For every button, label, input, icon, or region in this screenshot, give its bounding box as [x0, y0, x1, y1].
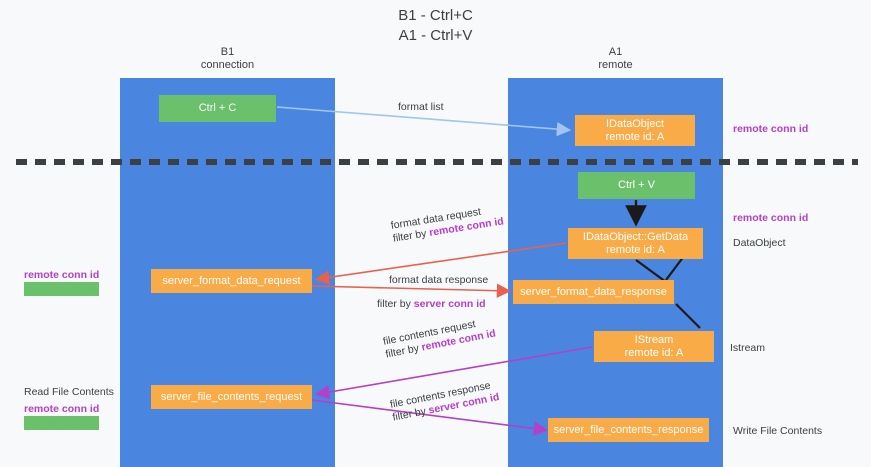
- edge-label-format-data-response: format data response: [389, 274, 488, 287]
- node-istream-line-1: IStream: [634, 333, 674, 346]
- node-getdata-line-2: remote id: A: [606, 243, 665, 256]
- node-ctrl-v-label: Ctrl + V: [618, 179, 655, 191]
- edge-label-format-data-response-line-1: format data response: [389, 274, 489, 286]
- node-ctrl-c-label: Ctrl + C: [198, 102, 237, 114]
- lane-a1-title: A1: [608, 46, 623, 58]
- node-idataobject[interactable]: IDataObject remote id: A: [575, 115, 695, 146]
- node-server-format-data-response-label: server_format_data_response: [520, 285, 667, 298]
- edge-label-format-list: format list: [398, 101, 444, 113]
- node-server-format-data-request[interactable]: server_format_data_request: [151, 269, 312, 293]
- node-server-file-contents-request-label: server_file_contents_request: [160, 390, 303, 403]
- lane-b1-title: B1: [220, 46, 235, 58]
- node-idataobject-line-2: remote id: A: [605, 130, 665, 143]
- node-server-file-contents-response-label: server_file_contents_response: [553, 423, 704, 436]
- edge-label-file-contents-request: file contents request filter by remote c…: [382, 315, 497, 362]
- diagram-title-line-2: A1 - Ctrl+V: [398, 27, 473, 44]
- diagram-title: B1 - Ctrl+C A1 - Ctrl+V: [0, 6, 871, 46]
- node-server-format-data-request-label: server_format_data_request: [162, 274, 301, 287]
- lane-b1-header: B1 connection: [120, 46, 335, 72]
- node-ctrl-c[interactable]: Ctrl + C: [159, 95, 276, 122]
- annotation-left-conn-ids-format: remote conn id server conn id: [24, 269, 100, 296]
- annotation-remote-conn-id-mid: remote conn id: [733, 212, 809, 224]
- node-istream-line-2: remote id: A: [624, 346, 684, 359]
- edge-label-format-data-response-filter: filter by server conn id: [377, 298, 486, 310]
- node-idataobject-getdata[interactable]: IDataObject::GetData remote id: A: [568, 228, 703, 259]
- key-server-conn-id: server conn id: [413, 298, 486, 310]
- annotation-write-file-contents: Write File Contents: [733, 425, 823, 437]
- annotation-read-file-contents: Read File Contents: [24, 386, 114, 398]
- node-istream[interactable]: IStream remote id: A: [594, 331, 714, 362]
- annotation-remote-conn-id-top: remote conn id: [733, 123, 809, 135]
- node-server-file-contents-response[interactable]: server_file_contents_response: [548, 418, 709, 442]
- edge-label-format-data-request: format data request filter by remote con…: [390, 202, 505, 245]
- diagram-title-line-1: B1 - Ctrl+C: [398, 7, 473, 24]
- node-server-file-contents-request[interactable]: server_file_contents_request: [151, 385, 312, 409]
- node-ctrl-v[interactable]: Ctrl + V: [578, 172, 695, 199]
- annotation-left-conn-ids-file: remote conn id server conn id: [24, 403, 100, 430]
- lane-b1-subtitle: connection: [200, 59, 255, 71]
- lane-a1-subtitle: remote: [598, 59, 633, 71]
- node-server-format-data-response[interactable]: server_format_data_response: [513, 280, 674, 304]
- annotation-istream: Istream: [730, 342, 766, 354]
- lane-a1-header: A1 remote: [508, 46, 723, 72]
- edge-label-file-contents-response: file contents response filter by server …: [389, 378, 501, 424]
- node-idataobject-line-1: IDataObject: [605, 117, 665, 130]
- annotation-dataobject: DataObject: [733, 237, 786, 249]
- node-getdata-line-1: IDataObject::GetData: [582, 230, 689, 243]
